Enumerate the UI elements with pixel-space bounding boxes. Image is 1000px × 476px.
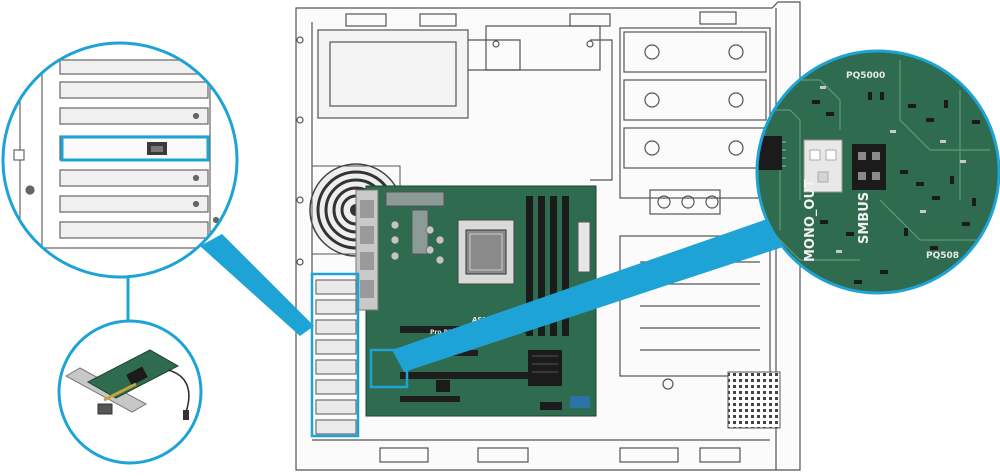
expansion-card-icon <box>64 349 190 420</box>
zoom-circle-card <box>57 319 203 465</box>
smbus-header <box>852 144 886 190</box>
expansion-brackets <box>315 279 357 435</box>
part-label-top: PQ5000 <box>846 71 885 81</box>
part-label-right: PQ508 <box>926 251 959 261</box>
zoom-circle-expansion <box>1 41 239 279</box>
selected-slot-highlight <box>60 135 210 162</box>
ethernet-port-icon <box>147 142 167 155</box>
ram-slots <box>526 196 569 336</box>
zoom-beam-right <box>392 218 786 372</box>
zoom-circle-header: MONO_OUT SMBUS PQ5000 PQ508 R4 <box>755 49 1000 295</box>
mono-out-header <box>803 139 843 193</box>
zoom-beam-left <box>200 234 314 336</box>
expansion-slot-highlight <box>310 272 360 438</box>
mono-out-label: MONO_OUT <box>803 179 818 262</box>
psu-vent-grill <box>727 371 781 429</box>
smbus-label: SMBUS <box>857 192 872 244</box>
